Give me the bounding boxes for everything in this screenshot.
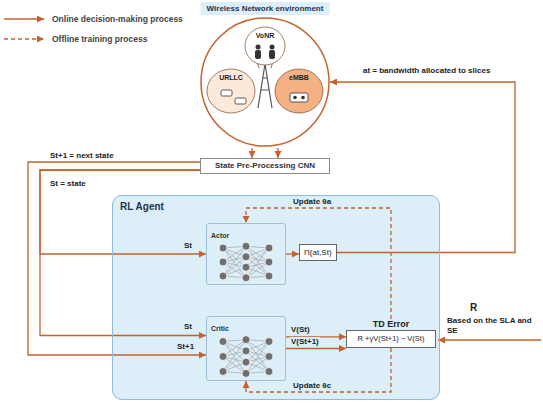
neuron	[219, 353, 227, 361]
headset-icon	[293, 96, 297, 100]
neuron	[265, 258, 273, 266]
preprocessing-box: State Pre-Processing CNN	[200, 158, 330, 174]
agent-name: RL Agent	[113, 197, 171, 216]
neuron	[242, 336, 250, 344]
annotation-text: R	[470, 303, 477, 313]
neuron	[219, 338, 227, 346]
connector-label: V(St)	[290, 325, 311, 335]
legend-text: Online decision-making process	[52, 14, 183, 24]
agent-panel: RL AgentActorCritic Π(at,St) TD ErrorR +γV…	[112, 195, 440, 400]
person-icon	[270, 45, 275, 50]
legend-item: Offline training process	[4, 32, 183, 46]
annotation-text: Based on the SLA and SE	[447, 316, 539, 336]
decision-connector	[40, 170, 206, 254]
critic-network: Critic	[206, 316, 286, 381]
decision-connector	[277, 148, 278, 158]
headset-icon	[301, 96, 305, 100]
legend-line	[4, 34, 46, 44]
environment-heading: Wireless Network environment	[201, 2, 330, 15]
reward-arrow	[438, 339, 541, 340]
decision-connector	[286, 348, 346, 349]
td-error-formula: R +γV(St+1) − V(St)	[346, 330, 436, 348]
legend-item: Online decision-making process	[4, 12, 183, 26]
neural-net-icon	[207, 237, 285, 283]
neuron	[242, 253, 250, 261]
neuron	[219, 272, 227, 280]
neuron	[265, 368, 273, 376]
legend-text: Offline training process	[52, 34, 147, 44]
connector-label: V(St+1)	[290, 337, 320, 347]
connector-label: St+1	[176, 342, 195, 352]
legend-line	[4, 18, 44, 19]
neuron	[265, 244, 273, 252]
legend-line	[4, 38, 44, 39]
environment-circle	[201, 18, 329, 146]
vehicle-icon	[235, 98, 246, 104]
antenna-tower	[258, 64, 272, 108]
network-name: Critic	[207, 323, 233, 334]
annotation-text: St = state	[50, 179, 86, 189]
neural-net-icon	[207, 330, 285, 379]
neuron	[219, 258, 227, 266]
connector-label: Update θc	[292, 381, 332, 391]
person-icon	[255, 50, 261, 59]
td-error-box: TD ErrorR +γV(St+1) − V(St)	[346, 319, 436, 348]
network-name: Actor	[207, 230, 233, 241]
legend: Online decision-making processOffline tr…	[4, 12, 183, 52]
neuron	[265, 353, 273, 361]
actor-network: Actor	[206, 223, 286, 285]
connector-label: St	[183, 322, 193, 332]
neuron	[242, 274, 250, 282]
slice-ellipse	[245, 27, 285, 65]
decision-connector	[330, 82, 515, 252]
neuron	[219, 244, 227, 252]
slice-circle: eMBB	[274, 68, 324, 114]
policy-box: Π(at,St)	[299, 244, 337, 261]
decision-connector	[286, 253, 299, 254]
neuron	[242, 347, 250, 355]
decision-connector	[28, 162, 206, 355]
slice-circle: VoNR	[244, 26, 286, 66]
agent-panel-fill	[112, 195, 440, 400]
box-text: State Pre-Processing CNN	[204, 161, 326, 171]
neuron	[242, 242, 250, 250]
training-connector	[246, 208, 391, 319]
connector-label: Update θa	[292, 197, 332, 207]
neuron	[265, 338, 273, 346]
box-text: Π(at,St)	[304, 247, 332, 258]
person-icon	[269, 50, 275, 59]
slice-circle: URLLC	[206, 68, 256, 114]
slice-ellipse	[275, 69, 323, 113]
td-error-heading: TD Error	[346, 319, 436, 330]
training-connector	[246, 348, 391, 392]
connector-label: at = bandwidth allocated to slices	[362, 66, 491, 76]
person-icon	[256, 45, 261, 50]
slice-name: VoNR	[244, 26, 286, 40]
slice-name: eMBB	[274, 68, 324, 82]
neuron	[219, 368, 227, 376]
neuron	[242, 369, 250, 377]
connector-label: St	[183, 241, 193, 251]
headset-icon	[290, 93, 308, 102]
annotation-text: St+1 = next state	[50, 151, 114, 161]
vehicle-icon	[221, 90, 232, 96]
neuron	[265, 272, 273, 280]
network-environment-circle: Wireless Network environmentVoNR URLLC eMB…	[200, 2, 330, 148]
slice-ellipse	[207, 69, 255, 113]
neuron	[242, 263, 250, 271]
slice-name: URLLC	[206, 68, 256, 82]
legend-line	[4, 14, 46, 24]
neuron	[242, 358, 250, 366]
decision-connector	[251, 148, 252, 158]
